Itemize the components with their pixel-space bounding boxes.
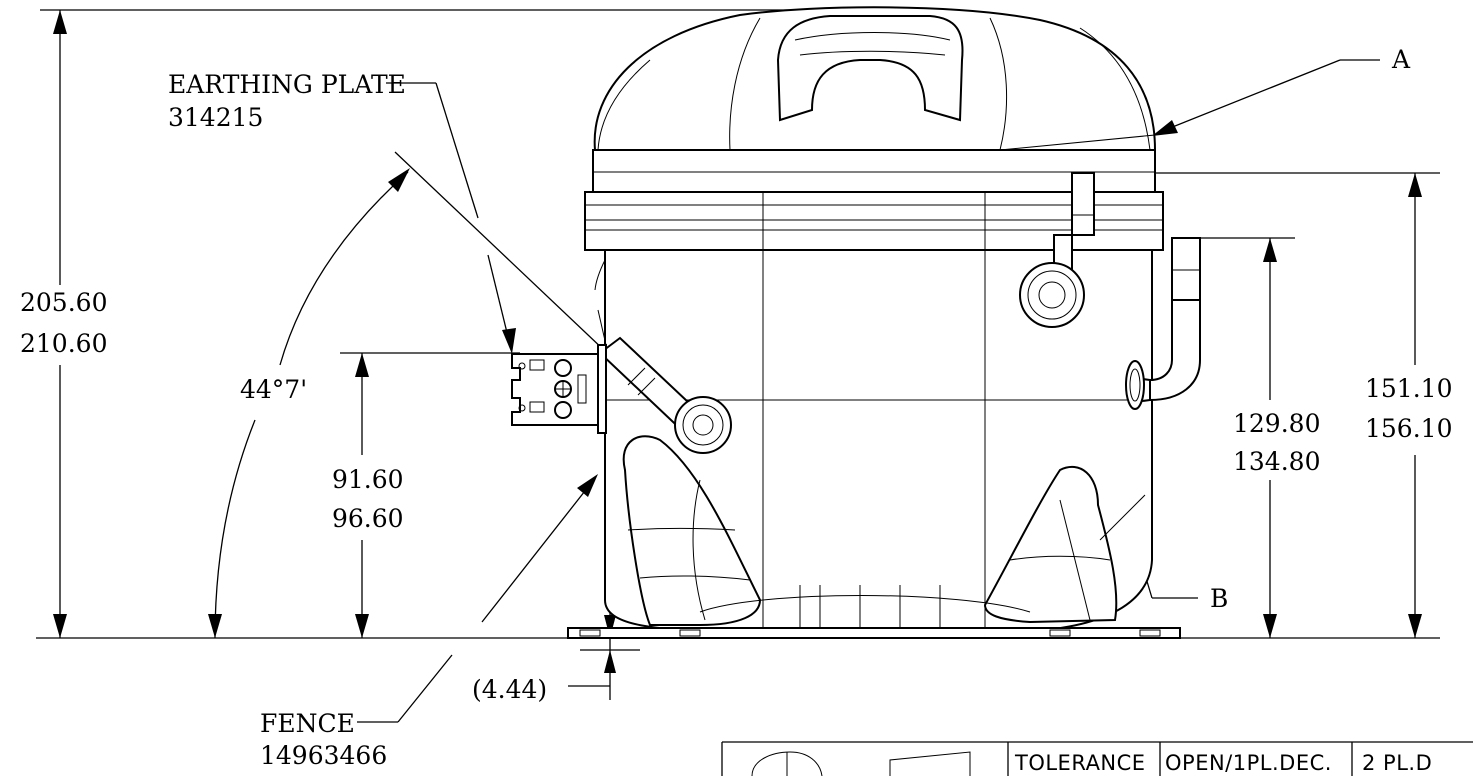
tube-connections xyxy=(598,172,1201,454)
title-block: TOLERANCE OPEN/1PL.DEC. 2 PL.D xyxy=(721,741,1473,776)
tolerance-label: TOLERANCE xyxy=(1014,751,1146,775)
earthing-plate xyxy=(511,309,607,434)
overall-height-min: 205.60 xyxy=(20,288,107,317)
suction-height-min: 129.80 xyxy=(1233,409,1320,438)
angle-dimension: 44°7' xyxy=(240,375,307,404)
callout-b: B xyxy=(1210,584,1228,613)
fence-title: FENCE xyxy=(260,709,355,738)
two-pl-label: 2 PL.D xyxy=(1362,751,1432,775)
earthing-plate-title: EARTHING PLATE xyxy=(168,70,406,99)
compressor-body xyxy=(567,6,1181,639)
suction-height-max: 134.80 xyxy=(1233,447,1320,476)
earthing-height-max: 96.60 xyxy=(332,504,404,533)
dimension-lines xyxy=(36,9,1440,700)
discharge-height-min: 151.10 xyxy=(1365,374,1452,403)
annotations: EARTHING PLATE 314215 A B FENCE 14963466… xyxy=(20,45,1452,770)
overall-height-max: 210.60 xyxy=(20,329,107,358)
foot-offset: (4.44) xyxy=(472,675,547,704)
callout-a: A xyxy=(1391,45,1411,74)
open-1pl-label: OPEN/1PL.DEC. xyxy=(1165,751,1332,775)
discharge-height-max: 156.10 xyxy=(1365,414,1452,443)
fence-number: 14963466 xyxy=(260,741,387,770)
earthing-plate-number: 314215 xyxy=(168,103,263,132)
leader-lines xyxy=(357,59,1380,723)
earthing-height-min: 91.60 xyxy=(332,465,404,494)
